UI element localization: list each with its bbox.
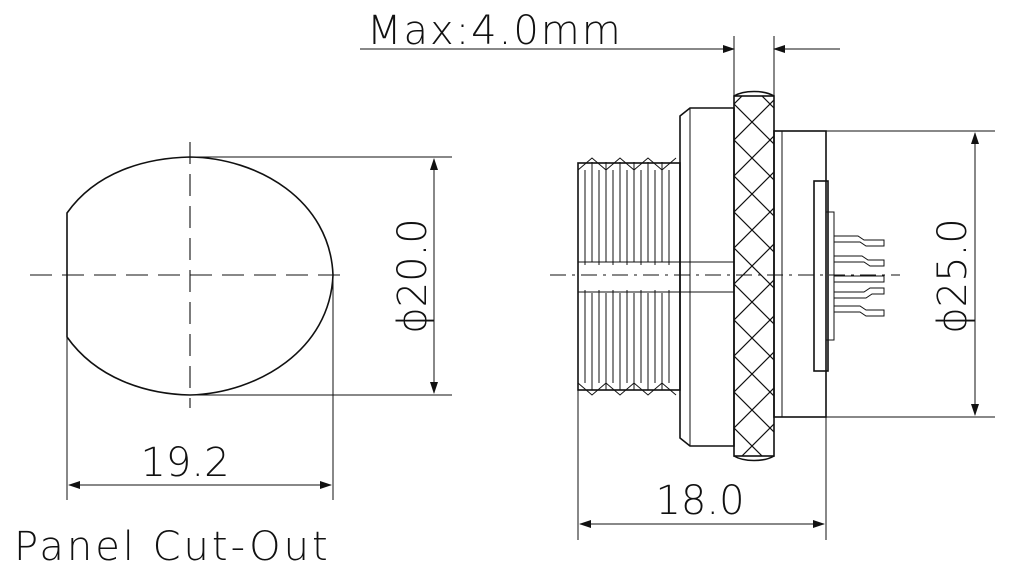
- connector-side-view: Max:4.0mm: [360, 8, 995, 540]
- cutout-diameter-label: ϕ20.0: [390, 218, 436, 333]
- cutout-width-label: 19.2: [140, 440, 229, 486]
- rear-body: [813, 180, 885, 372]
- threaded-barrel: [577, 157, 681, 396]
- length-label: 18.0: [655, 478, 744, 524]
- max-thickness-label: Max:4.0mm: [367, 8, 623, 54]
- cutout-caption: Panel Cut-Out: [14, 524, 331, 570]
- hex-nut: [679, 107, 735, 447]
- panel-cutout-view: ϕ20.0 19.2 Panel Cut-Out: [14, 142, 452, 570]
- mounting-panel: [733, 95, 775, 457]
- solder-pins: [834, 235, 885, 317]
- cutout-outline: [66, 156, 334, 396]
- flange: [773, 130, 827, 418]
- flange-diameter-label: ϕ25.0: [930, 218, 976, 333]
